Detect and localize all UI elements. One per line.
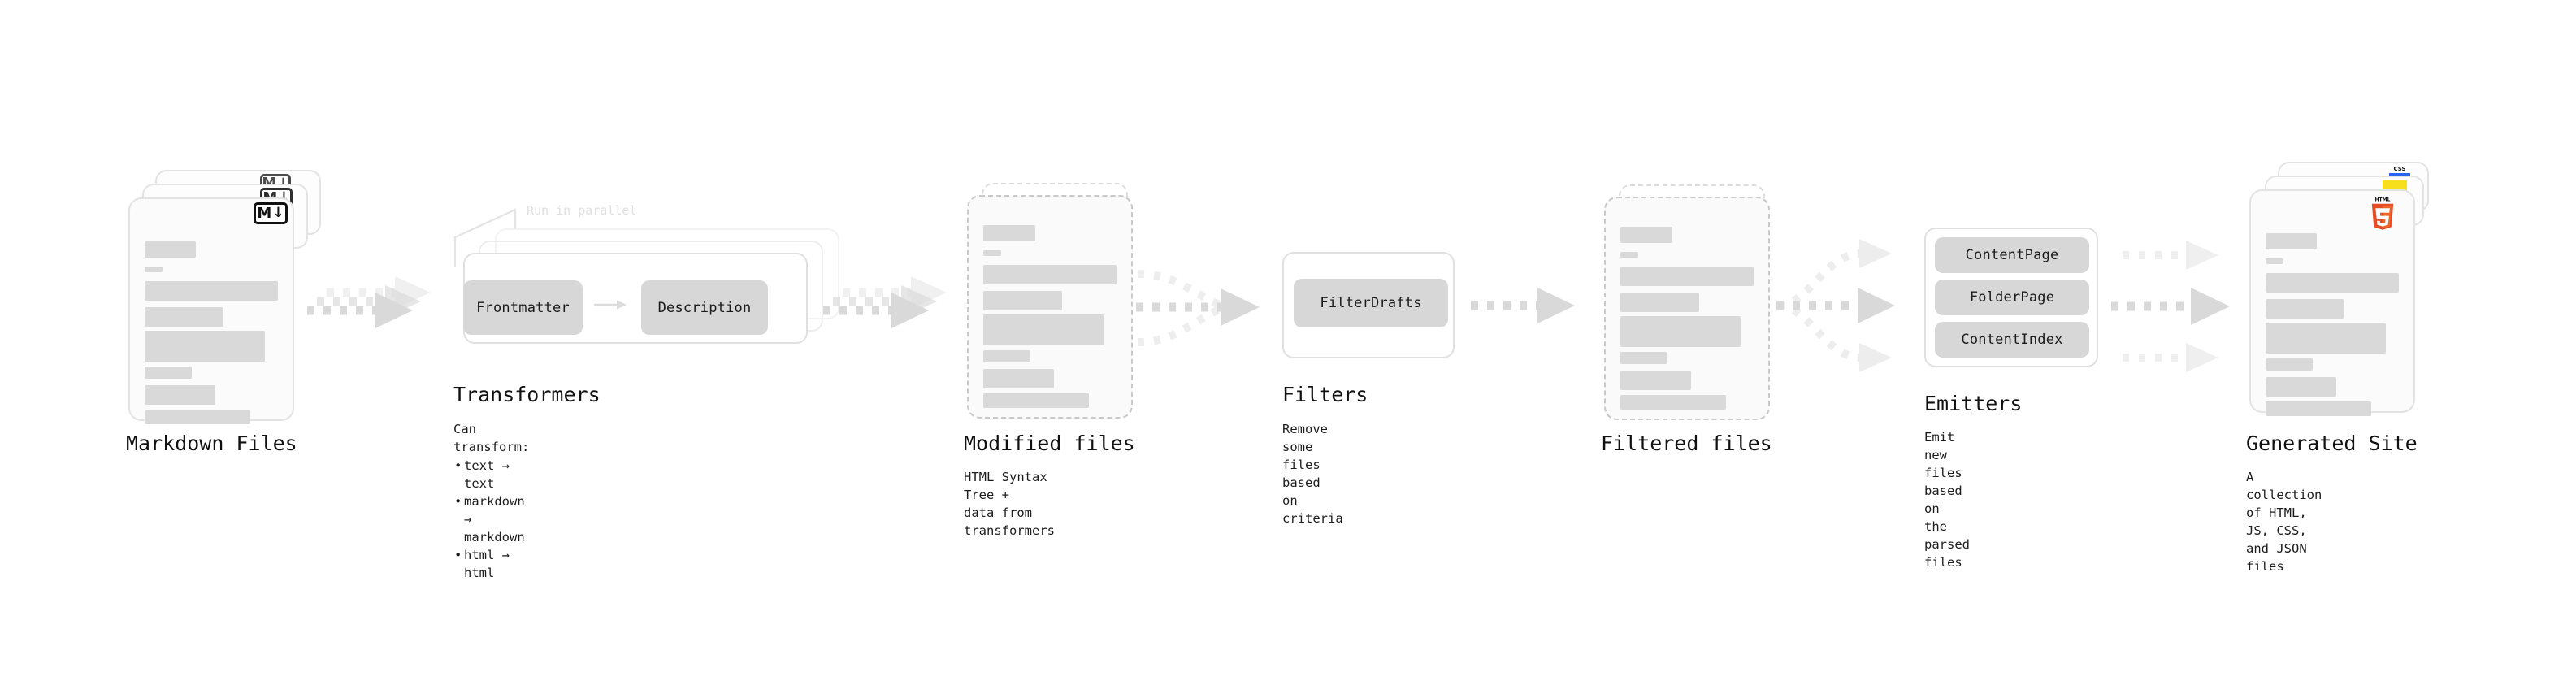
skeleton-bar — [983, 314, 1104, 345]
skeleton-bar — [145, 307, 223, 327]
transformers-capability-list: Can transform: text → text markdown → ma… — [453, 420, 529, 582]
skeleton-bar — [145, 281, 278, 301]
skeleton-bar — [145, 385, 215, 405]
html5-badge: HTML — [2371, 197, 2394, 230]
svg-text:HTML: HTML — [2374, 197, 2390, 203]
skeleton-bar — [983, 393, 1089, 408]
markdown-badge-arrow: ↓ — [272, 205, 284, 221]
run-in-parallel-label: Run in parallel — [527, 203, 637, 218]
css-badge-bar — [2389, 173, 2410, 176]
connector-transformers-to-modified — [823, 276, 947, 328]
skeleton-bar — [1620, 395, 1726, 410]
transformer-inner-arrow — [594, 300, 627, 310]
filter-chip-filterdrafts[interactable]: FilterDrafts — [1294, 279, 1448, 327]
skeleton-bar — [1620, 252, 1638, 258]
emitter-chip-folderpage[interactable]: FolderPage — [1935, 280, 2089, 315]
skeleton-bar — [983, 369, 1054, 388]
markdown-badge-front: M↓ — [254, 202, 288, 224]
stage-title-generated-site: Generated Site — [2246, 432, 2418, 455]
stage-title-markdown-files: Markdown Files — [126, 432, 297, 455]
skeleton-bar — [2266, 299, 2344, 319]
skeleton-bar — [2266, 258, 2283, 264]
stage-subtitle-emitters: Emit new files based on the parsed files — [1924, 430, 1970, 570]
transformers-list-item: html → html — [453, 546, 529, 582]
skeleton-bar — [1620, 371, 1691, 390]
stage-title-filters: Filters — [1282, 383, 1368, 406]
skeleton-bar — [983, 265, 1117, 284]
modified-file-card-front — [967, 195, 1133, 419]
run-in-parallel-bracket — [453, 208, 517, 267]
stage-subtitle-modified-files: HTML Syntax Tree + data from transformer… — [964, 470, 1055, 538]
skeleton-bar — [145, 241, 196, 258]
skeleton-bar — [1620, 293, 1699, 312]
stage-title-filtered-files: Filtered files — [1601, 432, 1772, 455]
transformers-list-item: text → text — [453, 457, 529, 492]
skeleton-bar — [983, 291, 1062, 310]
connector-md-to-transformers — [307, 276, 431, 328]
site-file-card-front — [2249, 189, 2415, 416]
css-badge: CSS — [2389, 164, 2410, 176]
skeleton-bar — [1620, 267, 1754, 286]
skeleton-bar — [2266, 323, 2386, 354]
stage-title-modified-files: Modified files — [964, 432, 1135, 455]
skeleton-bar — [983, 350, 1030, 362]
emitter-chip-contentpage[interactable]: ContentPage — [1935, 237, 2089, 273]
connector-emitters-to-site — [2111, 241, 2230, 372]
connector-filtered-to-emitters — [1776, 239, 1895, 372]
transformer-chip-description[interactable]: Description — [641, 280, 768, 335]
skeleton-bar — [2266, 233, 2317, 249]
skeleton-bar — [1620, 316, 1741, 347]
markdown-file-card-front — [128, 197, 294, 424]
transformer-chip-frontmatter[interactable]: Frontmatter — [463, 280, 583, 335]
skeleton-bar — [2266, 358, 2313, 371]
stage-title-transformers: Transformers — [453, 383, 601, 406]
filtered-file-card-front — [1604, 197, 1770, 420]
stage-subtitle-generated-site: A collection of HTML, JS, CSS, and JSON … — [2246, 470, 2322, 574]
stage-title-emitters: Emitters — [1924, 392, 2023, 415]
transformers-list-item: markdown → markdown — [453, 492, 529, 546]
skeleton-bar — [983, 250, 1001, 256]
css-badge-label: CSS — [2393, 166, 2406, 172]
skeleton-bar — [2266, 273, 2399, 293]
skeleton-bar — [2266, 401, 2371, 416]
skeleton-bar — [145, 267, 163, 272]
emitter-chip-contentindex[interactable]: ContentIndex — [1935, 322, 2089, 358]
skeleton-bar — [145, 331, 265, 362]
skeleton-bar — [983, 225, 1035, 241]
transformers-list-header: Can transform: — [453, 422, 530, 454]
connector-modified-to-filters — [1136, 270, 1260, 346]
stage-subtitle-filters: Remove some files based on criteria — [1282, 422, 1343, 526]
connector-filters-to-filtered — [1471, 288, 1575, 323]
skeleton-bar — [1620, 352, 1667, 364]
skeleton-bar — [2266, 377, 2336, 397]
skeleton-bar — [145, 367, 192, 379]
markdown-badge-letter: M — [257, 204, 272, 222]
skeleton-bar — [145, 410, 250, 424]
skeleton-bar — [1620, 227, 1672, 243]
